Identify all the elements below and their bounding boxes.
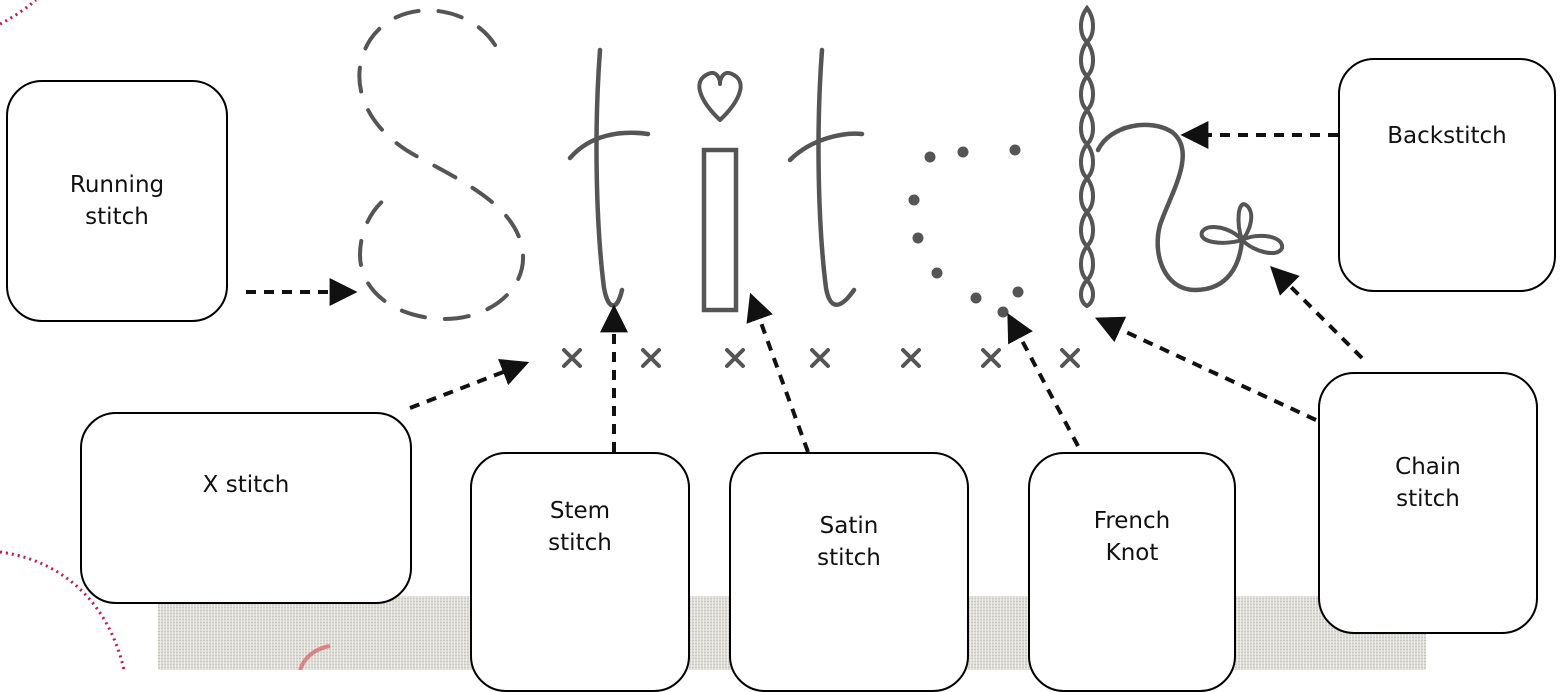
arrow-x-stitch xyxy=(409,359,530,410)
letter-s-running-stitch xyxy=(357,8,526,321)
letter-i-satin-stitch xyxy=(701,147,739,313)
red-thread xyxy=(298,644,331,670)
x-stitch-row xyxy=(562,348,1080,368)
label-chain-stitch: Chain stitch xyxy=(1318,372,1538,634)
letter-t2 xyxy=(816,47,857,307)
letter-t1-stem-stitch xyxy=(594,47,625,308)
arrow-flower xyxy=(1270,266,1364,360)
arrow-french-knot xyxy=(1007,313,1080,447)
pointer-arrows xyxy=(246,121,1364,453)
label-running-stitch: Running stitch xyxy=(6,80,228,322)
label-french-knot: French Knot xyxy=(1028,452,1236,692)
letter-c-french-knots xyxy=(908,144,1024,318)
lazy-daisy-flower xyxy=(1199,202,1284,256)
letter-h-chain-stitch xyxy=(1079,4,1095,309)
label-stem-stitch: Stem stitch xyxy=(470,452,690,692)
arrow-satin-stitch xyxy=(746,292,810,453)
letter-t1-crossbar xyxy=(567,130,651,161)
seam-top xyxy=(0,0,37,26)
label-x-stitch: X stitch xyxy=(80,412,412,604)
letter-t2-crossbar xyxy=(787,131,865,163)
label-backstitch: Backstitch xyxy=(1338,58,1556,292)
arrow-chain-stitch xyxy=(1094,316,1317,422)
letter-h-backstitch xyxy=(1095,122,1245,293)
label-satin-stitch: Satin stitch xyxy=(729,452,969,692)
heart-shape xyxy=(697,71,743,122)
